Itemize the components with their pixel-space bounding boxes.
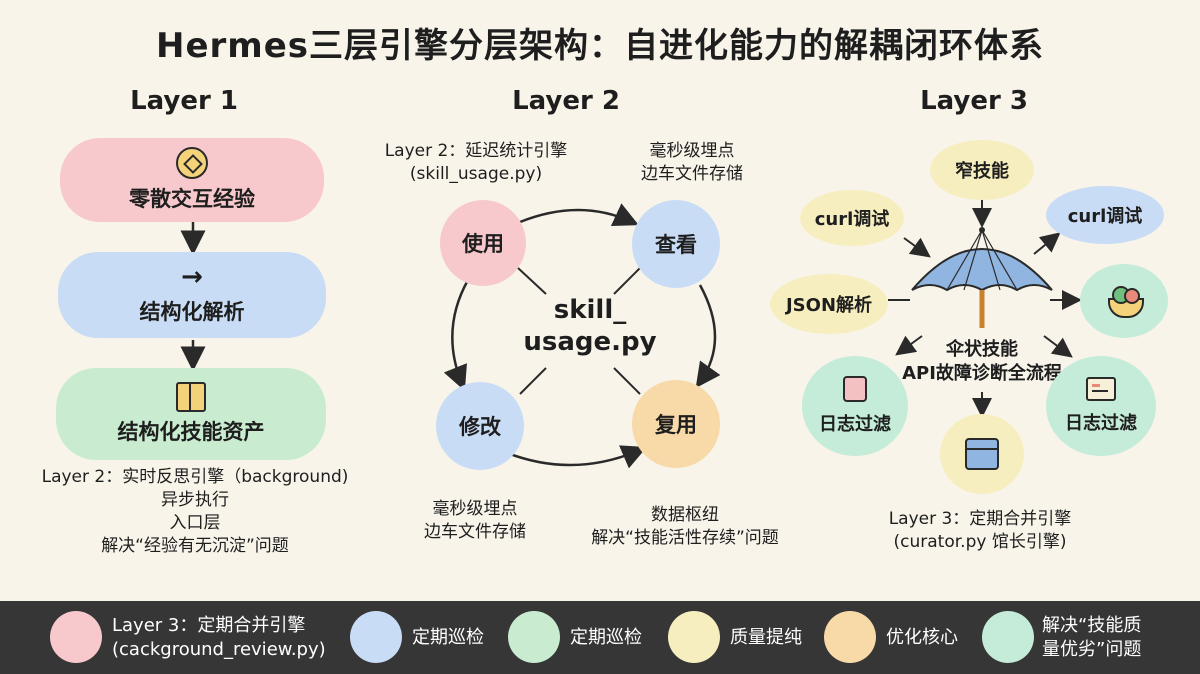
legend-swatch-green bbox=[508, 611, 560, 663]
l3-arrow-left-top bbox=[903, 237, 931, 258]
l1-step-3-label: 结构化技能资产 bbox=[117, 420, 265, 444]
l2-note-bottom-right: 数据枢纽 解决“技能活性存续”问题 bbox=[570, 504, 800, 550]
l3-node-left-mid: JSON解析 bbox=[770, 274, 888, 334]
l2-spoke-3 bbox=[519, 367, 547, 395]
l3-umbrella-label: 伞状技能 API故障诊断全流程 bbox=[880, 338, 1084, 386]
l3-node-bottom-right: 日志过滤 bbox=[1046, 356, 1156, 456]
l2-note-line: 数据枢纽 bbox=[651, 505, 719, 525]
l2-arrow-right bbox=[695, 284, 721, 389]
l2-node-reuse: 复用 bbox=[632, 380, 720, 468]
l2-note-line: (skill_usage.py) bbox=[409, 164, 543, 184]
l1-note-line: 解决“经验有无沉淀”问题 bbox=[101, 536, 289, 556]
l3-arrow-bottom-left bbox=[895, 335, 923, 356]
l2-spoke-1 bbox=[517, 267, 547, 295]
l3-node-bottom-left-label: 日志过滤 bbox=[819, 414, 891, 435]
l2-center-line: usage.py bbox=[523, 327, 657, 357]
l2-node-use: 使用 bbox=[440, 200, 526, 286]
l2-spoke-2 bbox=[613, 267, 641, 295]
l1-step-3: 结构化技能资产 bbox=[56, 368, 326, 460]
l2-note-bottom-left: 毫秒级埋点 边车文件存储 bbox=[400, 498, 550, 544]
legend-item-2: 定期巡检 bbox=[412, 627, 484, 648]
coin-icon bbox=[176, 147, 208, 179]
l2-note-line: 边车文件存储 bbox=[641, 164, 743, 184]
legend-swatch-blue bbox=[350, 611, 402, 663]
l3-node-bottom-right-label: 日志过滤 bbox=[1065, 413, 1137, 434]
jar-icon bbox=[843, 376, 867, 402]
l2-note-line: 边车文件存储 bbox=[424, 522, 526, 542]
l2-arrow-left bbox=[443, 279, 470, 391]
l3-node-top: 窄技能 bbox=[930, 140, 1034, 200]
l1-step-1-label: 零散交互经验 bbox=[129, 187, 255, 211]
legend-line: 解决“技能质 bbox=[1042, 615, 1142, 636]
l3-note: Layer 3：定期合并引擎 (curator.py 馆长引擎) bbox=[860, 508, 1100, 554]
l2-center: skill_ usage.py bbox=[510, 294, 670, 358]
legend-item-3: 定期巡检 bbox=[570, 627, 642, 648]
legend-item-4: 质量提纯 bbox=[730, 627, 802, 648]
legend-swatch-mint bbox=[982, 611, 1034, 663]
l3-note-line: Layer 3：定期合并引擎 bbox=[888, 509, 1072, 529]
l2-note-line: 解决“技能活性存续”问题 bbox=[591, 528, 779, 548]
l1-step-1: 零散交互经验 bbox=[60, 138, 324, 222]
l3-node-bottom bbox=[940, 414, 1024, 494]
l2-node-view: 查看 bbox=[632, 200, 720, 288]
gift-box-icon bbox=[176, 382, 206, 412]
legend-line: 量优劣”问题 bbox=[1042, 639, 1142, 660]
l3-node-right-mid bbox=[1080, 264, 1168, 338]
l3-umbrella-line: API故障诊断全流程 bbox=[902, 363, 1062, 384]
legend-item-5: 优化核心 bbox=[886, 627, 958, 648]
bowl-icon bbox=[1106, 286, 1144, 318]
l2-spoke-4 bbox=[613, 367, 641, 395]
l3-arrow-right-top bbox=[1033, 232, 1061, 255]
l1-step-2-label: 结构化解析 bbox=[139, 300, 245, 324]
l3-arrow-bottom-right bbox=[1043, 335, 1073, 358]
page-title: Hermes三层引擎分层架构：自进化能力的解耦闭环体系 bbox=[155, 26, 1044, 66]
legend-line: (cackground_review.py) bbox=[112, 639, 326, 660]
l1-note-line: 异步执行 bbox=[161, 490, 229, 510]
layer3-heading: Layer 3 bbox=[920, 86, 1028, 116]
umbrella-icon bbox=[911, 227, 1053, 328]
l2-arrow-top bbox=[519, 203, 639, 227]
legend-item-1: Layer 3：定期合并引擎 (cackground_review.py) bbox=[112, 614, 326, 662]
l2-center-line: skill_ bbox=[553, 295, 627, 325]
legend-swatch-yellow bbox=[668, 611, 720, 663]
l2-note-line: 毫秒级埋点 bbox=[649, 141, 735, 161]
l1-note-line: 入口层 bbox=[169, 513, 221, 533]
l3-node-bottom-left: 日志过滤 bbox=[802, 356, 908, 456]
box-icon bbox=[965, 438, 999, 470]
layer2-heading: Layer 2 bbox=[512, 86, 620, 116]
l2-note-top-left: Layer 2：延迟统计引擎 (skill_usage.py) bbox=[356, 140, 596, 186]
l2-note-line: Layer 2：延迟统计引擎 bbox=[384, 141, 568, 161]
l3-node-left-top: curl调试 bbox=[800, 190, 904, 246]
legend-item-6: 解决“技能质 量优劣”问题 bbox=[1042, 614, 1141, 662]
l1-step-2: → 结构化解析 bbox=[58, 252, 326, 338]
l3-umbrella-line: 伞状技能 bbox=[946, 339, 1018, 360]
l3-node-right-top: curl调试 bbox=[1046, 186, 1164, 244]
l2-node-modify: 修改 bbox=[436, 382, 524, 470]
layer1-heading: Layer 1 bbox=[130, 86, 238, 116]
l2-note-line: 毫秒级埋点 bbox=[432, 499, 518, 519]
l1-note: Layer 2：实时反思引擎（background) 异步执行 入口层 解决“经… bbox=[20, 466, 370, 558]
l2-note-top-right: 毫秒级埋点 边车文件存储 bbox=[612, 140, 772, 186]
legend-swatch-pink bbox=[50, 611, 102, 663]
legend-line: Layer 3：定期合并引擎 bbox=[112, 615, 306, 636]
arrow-right-icon: → bbox=[181, 262, 203, 292]
l2-arrow-bottom bbox=[499, 445, 647, 469]
l3-note-line: (curator.py 馆长引擎) bbox=[893, 532, 1067, 552]
l1-note-line: Layer 2：实时反思引擎（background) bbox=[41, 467, 349, 487]
document-icon bbox=[1086, 377, 1116, 401]
legend-swatch-orange bbox=[824, 611, 876, 663]
